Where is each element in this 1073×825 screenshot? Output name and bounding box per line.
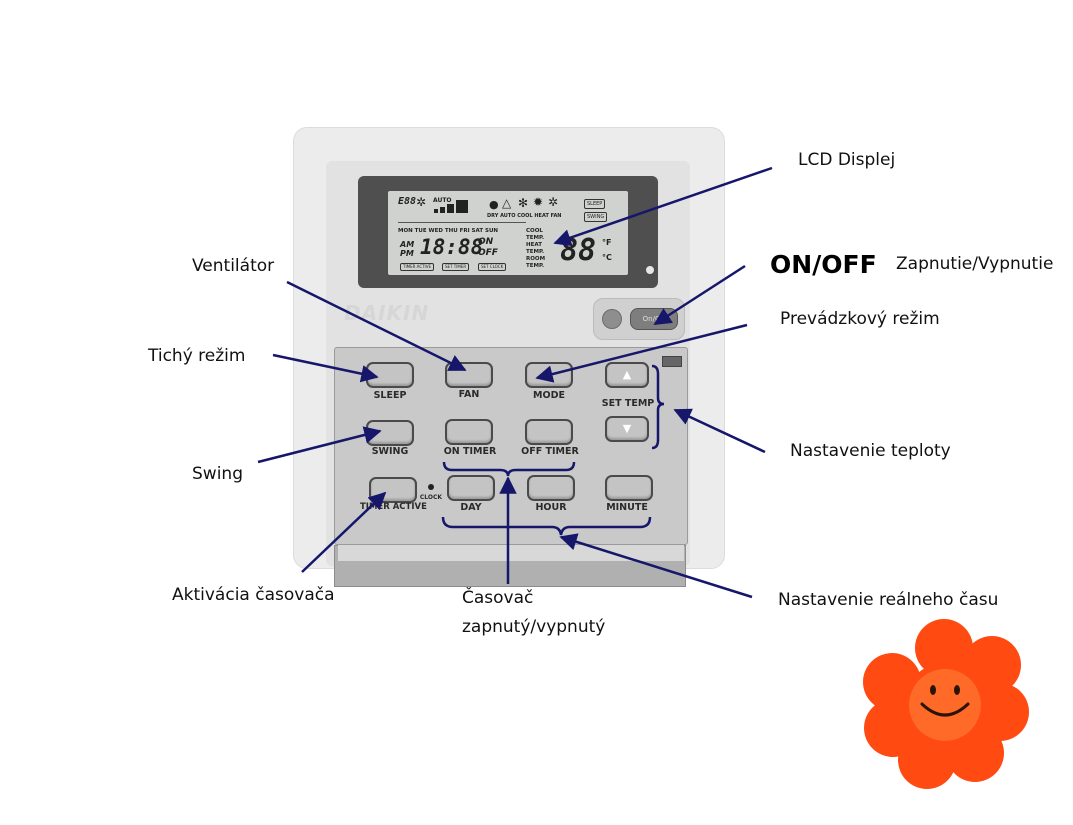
- timer-callout-line1: Časovač: [462, 588, 534, 608]
- lcd-fan-auto: AUTO: [433, 197, 452, 204]
- sleep-label: SLEEP: [373, 390, 407, 401]
- fan-bar-2: [440, 207, 445, 213]
- fan-callout: Ventilátor: [192, 256, 275, 276]
- lcd-screen: E88 ✲ AUTO ● △ ✻ ✹ ✲ DRY AUTO COOL HEAT …: [388, 191, 628, 275]
- fan-indicator-icon: ✲: [416, 195, 427, 209]
- lcd-days: MON TUE WED THU FRI SAT SUN: [398, 228, 499, 234]
- lcd-box-timer-active: TIMER ACTIVE: [400, 263, 434, 271]
- timer-active-arrow: [301, 491, 387, 573]
- lcd-box-set-clock: SET CLOCK: [478, 263, 507, 271]
- swing-callout: Swing: [192, 464, 243, 484]
- brand-logo: DAIKIN: [344, 301, 430, 325]
- set-temp-label: SET TEMP: [601, 398, 655, 409]
- lcd-divider: [398, 222, 526, 223]
- mode-label: MODE: [533, 390, 565, 401]
- lcd-swing-box: SWING: [584, 212, 608, 222]
- lcd-mode-labels: DRY AUTO COOL HEAT FAN: [487, 213, 562, 219]
- set-temp-arrow: [673, 408, 766, 454]
- operation-led: [602, 309, 622, 329]
- lcd-time: 18:88: [420, 235, 484, 259]
- on-timer-label: ON TIMER: [443, 446, 497, 457]
- lcd-temp-mode-1: COOL: [526, 228, 543, 234]
- lcd-sleep-box: SLEEP: [584, 199, 606, 209]
- timer-active-label: TIMER ACTIVE: [360, 502, 427, 512]
- lcd-am: AM: [400, 240, 415, 249]
- hour-label: HOUR: [535, 502, 567, 513]
- lcd-callout: LCD Displej: [798, 150, 896, 170]
- lcd-indicator-led: [646, 266, 654, 274]
- day-label: DAY: [460, 502, 482, 513]
- lcd-temp-mode-3: HEAT: [526, 242, 542, 248]
- clock-label: CLOCK: [419, 494, 443, 501]
- on-timer-button[interactable]: [445, 419, 493, 445]
- off-timer-label: OFF TIMER: [521, 446, 579, 457]
- lcd-arrow: [553, 166, 773, 247]
- lcd-on: ON: [478, 237, 494, 247]
- day-button[interactable]: [447, 475, 495, 501]
- hour-button[interactable]: [527, 475, 575, 501]
- smiley-flower-icon: [863, 619, 1029, 789]
- temp-down-button[interactable]: ▼: [605, 416, 649, 442]
- real-time-arrow: [559, 533, 753, 599]
- fan-arrow: [286, 280, 467, 372]
- minute-label: MINUTE: [606, 502, 648, 513]
- mode-callout: Prevádzkový režim: [780, 309, 940, 329]
- lcd-off: OFF: [478, 248, 498, 258]
- onoff-callout-desc: Zapnutie/Vypnutie: [896, 254, 1054, 274]
- cool-snowflake-icon: ✻: [518, 196, 529, 210]
- clock-hole[interactable]: [428, 484, 434, 490]
- lcd-pm: PM: [400, 249, 414, 258]
- fan-bar-3: [447, 204, 454, 213]
- lcd-unit-c: °C: [602, 253, 612, 262]
- fan-bar-4: [456, 200, 468, 213]
- lcd-code: E88: [398, 196, 417, 207]
- onoff-callout-title: ON/OFF: [770, 250, 877, 279]
- onoff-arrow: [653, 264, 746, 326]
- panel-indicator: [662, 356, 682, 367]
- fan-label: FAN: [458, 389, 480, 400]
- timer-active-callout: Aktivácia časovača: [172, 585, 335, 605]
- lcd-temp-mode-5: ROOM: [526, 256, 546, 262]
- real-time-callout: Nastavenie reálneho času: [778, 590, 999, 610]
- sleep-callout: Tichý režim: [148, 346, 246, 366]
- fan-bar-1: [434, 209, 438, 213]
- minute-button[interactable]: [605, 475, 653, 501]
- heat-sun-icon: ✹: [533, 195, 544, 209]
- set-temp-callout: Nastavenie teploty: [790, 441, 951, 461]
- swing-arrow: [257, 426, 382, 464]
- timer-brace: [442, 461, 576, 477]
- sleep-arrow: [272, 353, 379, 383]
- set-temp-brace: [651, 364, 665, 450]
- swing-label: SWING: [371, 446, 409, 457]
- lcd-temp-mode-6: TEMP.: [526, 263, 545, 269]
- timer-callout-line2: zapnutý/vypnutý: [462, 617, 606, 637]
- lcd-temp-mode-4: TEMP.: [526, 249, 545, 255]
- off-timer-button[interactable]: [525, 419, 573, 445]
- temp-up-button[interactable]: ▲: [605, 362, 649, 388]
- dry-drop-icon: ●: [489, 198, 499, 211]
- lcd-temp-mode-2: TEMP.: [526, 235, 545, 241]
- lcd-unit-f: °F: [602, 238, 612, 247]
- lcd-box-set-timer: SET TIMER: [442, 263, 470, 271]
- real-time-brace: [441, 516, 652, 536]
- auto-triangle-icon: △: [502, 196, 512, 210]
- fan-mode-icon: ✲: [548, 195, 559, 209]
- mode-arrow: [535, 323, 748, 383]
